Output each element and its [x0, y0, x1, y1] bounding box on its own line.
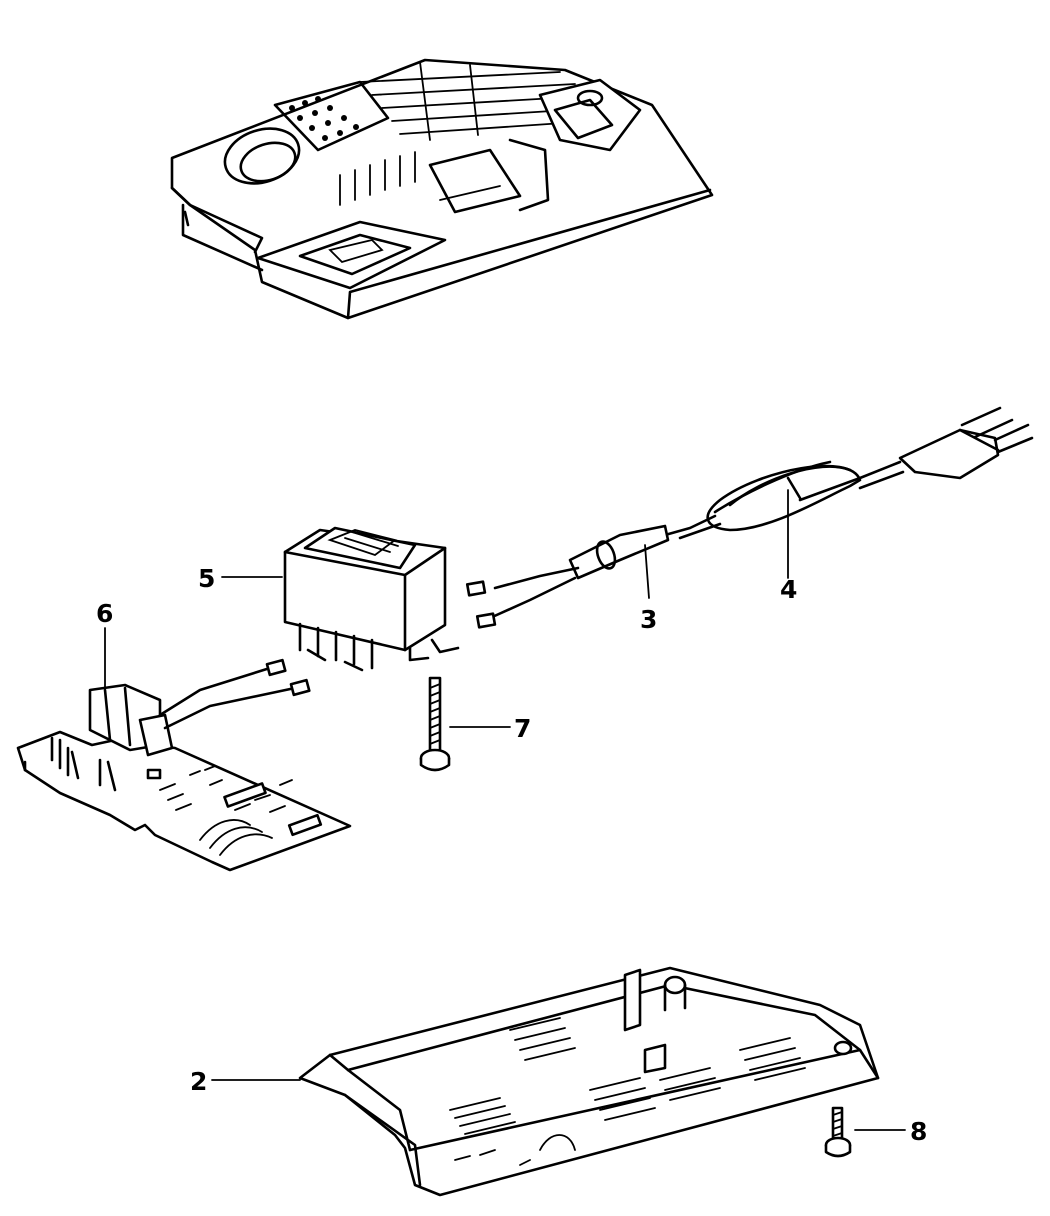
- circuit-board: [16, 658, 352, 872]
- callout-4: 4: [780, 575, 797, 604]
- base-plate: [298, 966, 880, 1197]
- screw-7: [419, 676, 451, 772]
- callout-8: 8: [910, 1117, 927, 1146]
- callout-7: 7: [514, 714, 531, 743]
- callout-2: 2: [190, 1067, 207, 1096]
- callout-3: 3: [640, 605, 657, 634]
- transformer: [283, 526, 460, 672]
- charger-housing: [170, 58, 714, 320]
- callout-labels: 2 3 4 5 6 7 8: [96, 564, 927, 1146]
- callout-6: 6: [96, 599, 113, 628]
- callout-5: 5: [198, 564, 215, 593]
- power-cord: [465, 406, 1034, 629]
- callout-leaders: [104, 489, 906, 1131]
- screw-8: [824, 1106, 852, 1158]
